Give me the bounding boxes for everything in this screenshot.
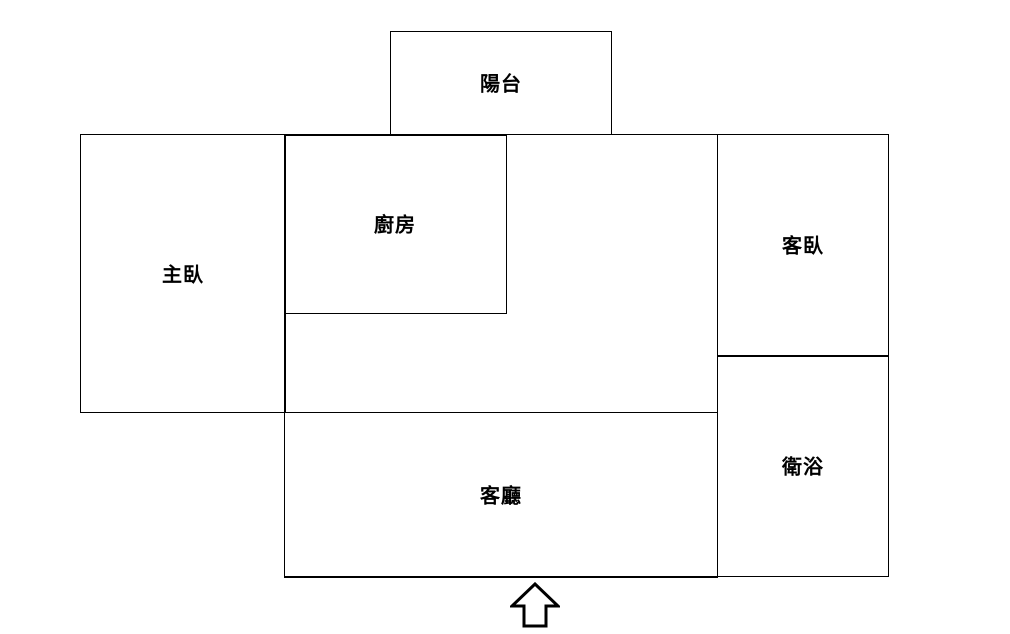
bathroom-label: 衛浴	[782, 454, 824, 479]
living-room-room	[284, 412, 718, 578]
master-bedroom-room	[80, 134, 286, 413]
master-bedroom-label: 主臥	[162, 262, 204, 287]
kitchen-room	[284, 135, 507, 314]
guest-bedroom-label: 客臥	[782, 233, 824, 258]
up-arrow-outline-icon	[510, 582, 560, 628]
kitchen-label: 廚房	[374, 212, 416, 237]
balcony-label: 陽台	[480, 71, 522, 96]
entrance-wall-line	[284, 576, 718, 577]
living-room-label: 客廳	[480, 483, 522, 508]
